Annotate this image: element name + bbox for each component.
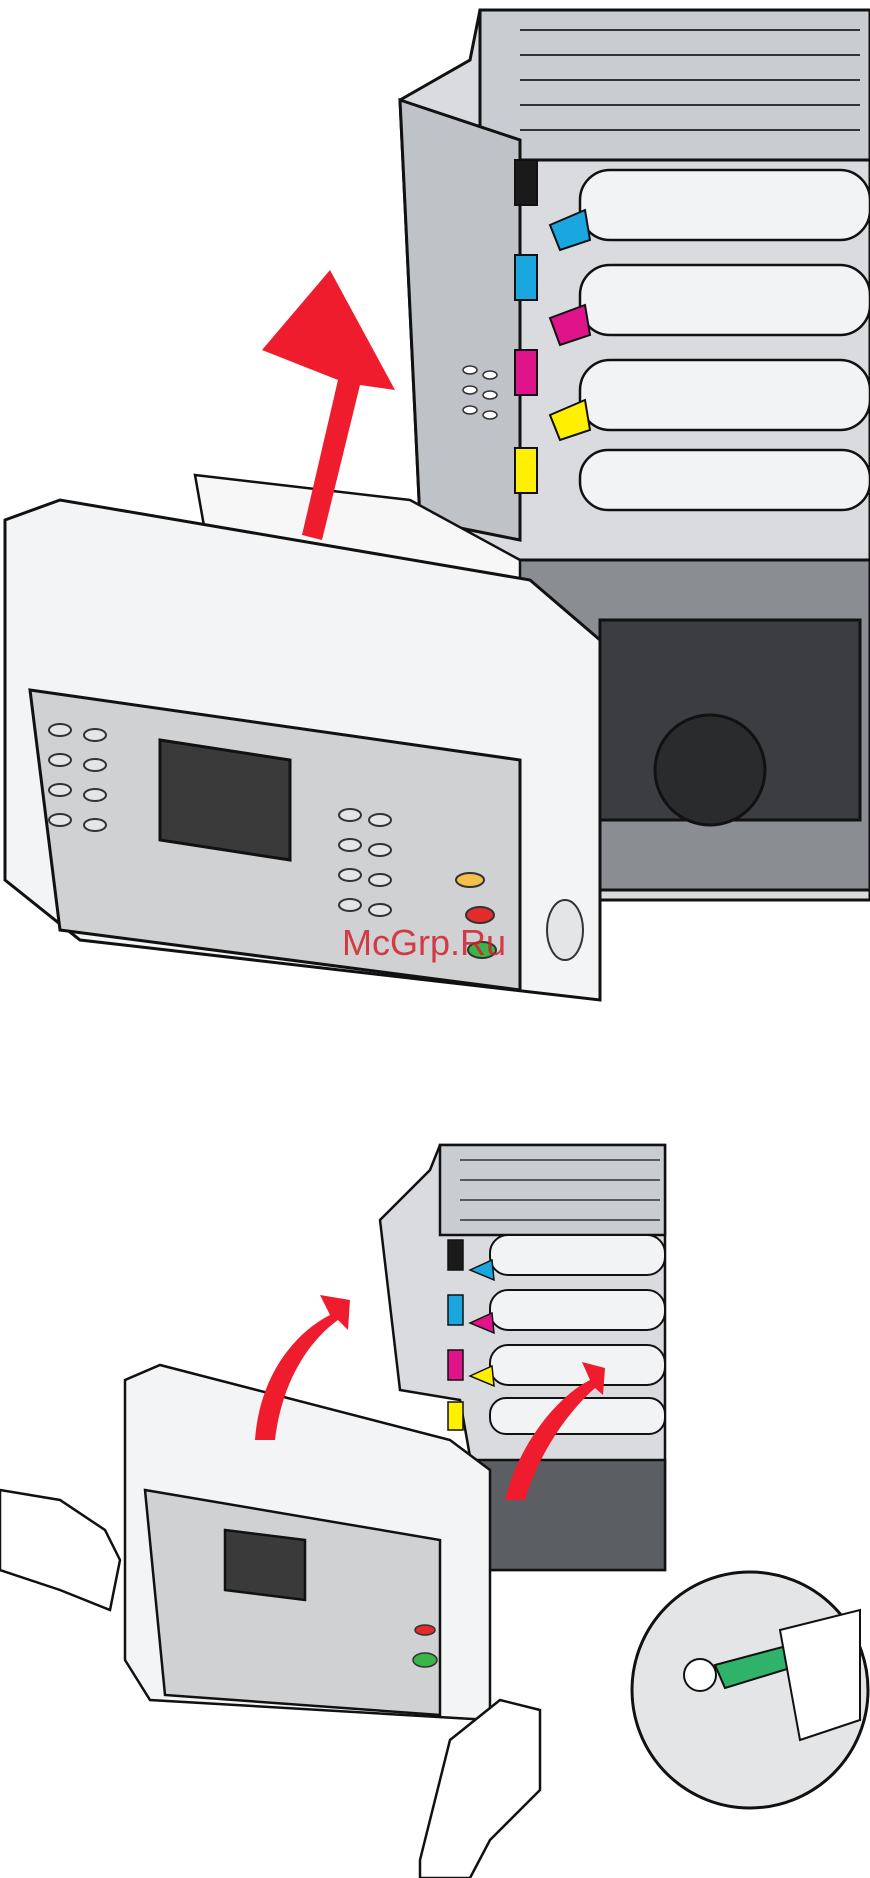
- hand-icon-2: [420, 1700, 540, 1878]
- toner-magenta: [448, 1350, 463, 1380]
- stop-button: [466, 907, 494, 923]
- start-button: [413, 1653, 437, 1667]
- lcd-screen: [160, 740, 290, 860]
- printer-jam-illustration-2: [0, 1140, 870, 1878]
- printer-front-cover: [125, 1365, 490, 1720]
- toner-black: [448, 1240, 463, 1270]
- printer-jam-illustration-1: McGrp.Ru: [0, 0, 870, 1010]
- hand-icon: [0, 1490, 120, 1610]
- toner-cyan: [448, 1295, 463, 1325]
- toner-yellow: [515, 448, 537, 493]
- toner-yellow: [448, 1402, 463, 1430]
- lcd-screen: [225, 1530, 305, 1600]
- yellow-button: [456, 873, 484, 887]
- magnifier-detail-icon: [632, 1572, 868, 1808]
- stop-button: [415, 1625, 435, 1635]
- figure-1: McGrp.Ru: [0, 0, 870, 1010]
- toner-black: [515, 160, 537, 205]
- watermark: McGrp.Ru: [342, 922, 506, 963]
- toner-cyan: [515, 255, 537, 300]
- toner-magenta: [515, 350, 537, 395]
- figure-2: [0, 1140, 870, 1878]
